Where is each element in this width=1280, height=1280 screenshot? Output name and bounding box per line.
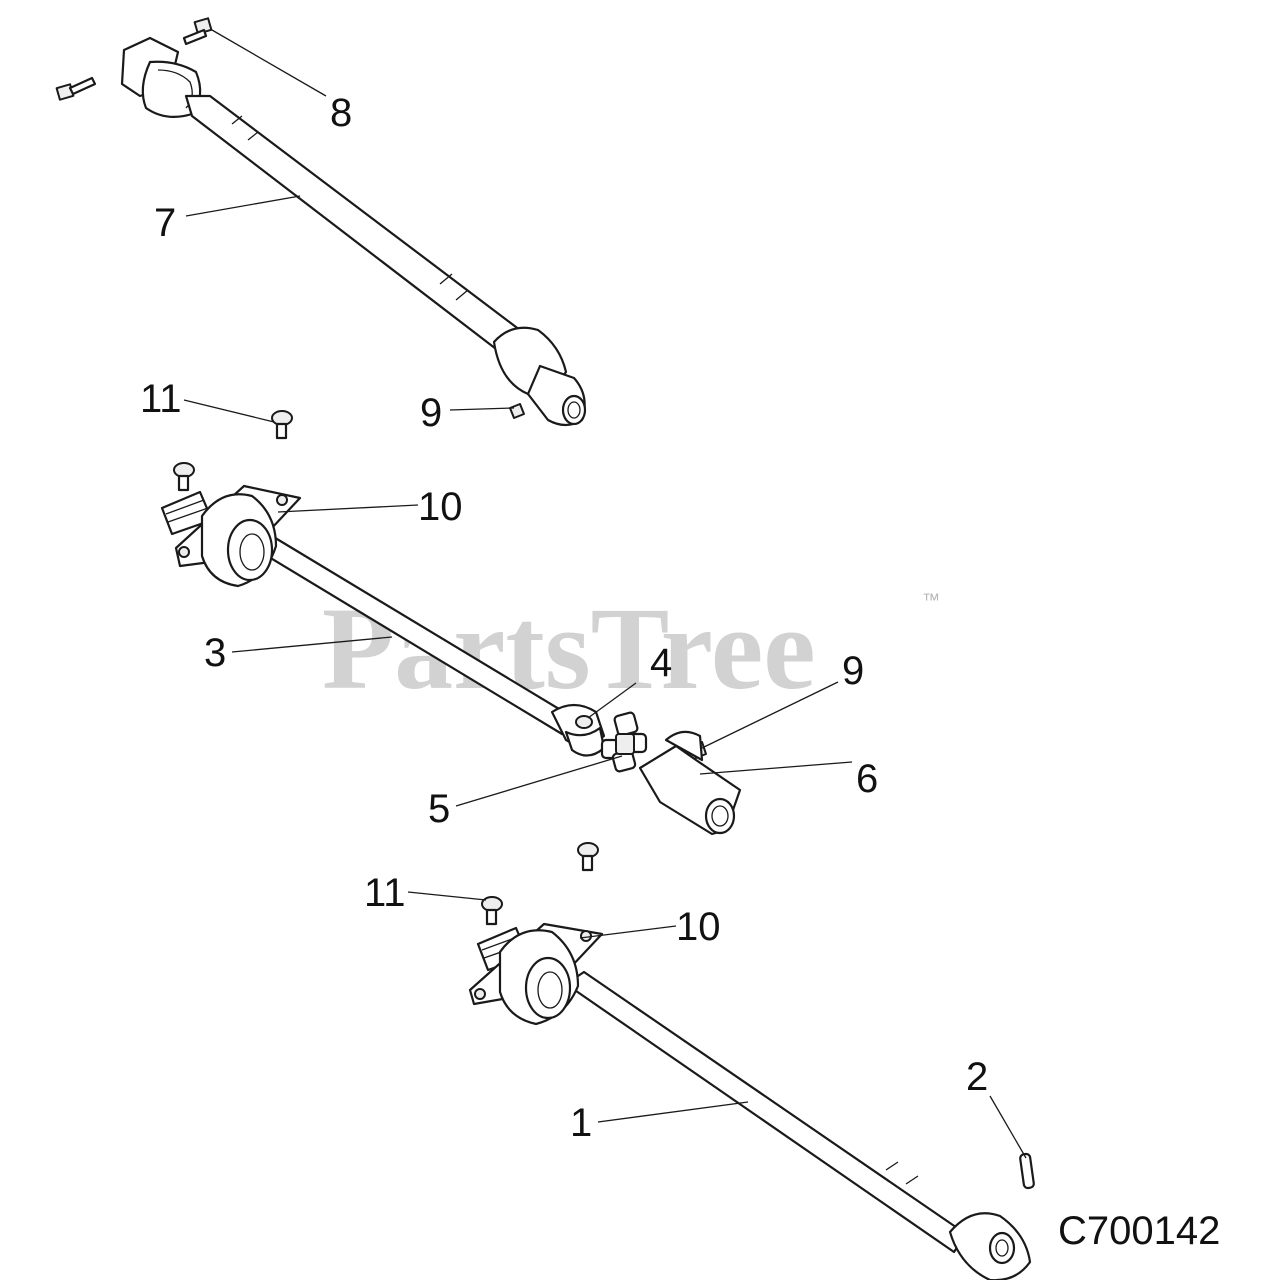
callout-9-upper: 9 — [420, 391, 442, 435]
callout-5: 5 — [428, 787, 450, 831]
part-7-upper-drive-shaft[interactable] — [120, 36, 587, 427]
part-6-slip-yoke[interactable] — [638, 730, 742, 836]
part-9-grease-fitting-upper[interactable] — [509, 403, 525, 419]
callout-11-lower: 11 — [364, 871, 406, 915]
callout-1: 1 — [570, 1101, 592, 1145]
part-2-roll-pin[interactable] — [1019, 1152, 1035, 1190]
bolt-bearing-lower[interactable] — [577, 842, 599, 872]
part-10-center-bearing-lower[interactable] — [468, 922, 604, 1026]
part-5-universal-joint-cross[interactable] — [600, 711, 648, 773]
partstree-watermark: PartsTree — [322, 583, 816, 714]
callout-3: 3 — [204, 631, 226, 675]
callout-2: 2 — [966, 1055, 988, 1099]
part-8-bolt-left[interactable] — [55, 76, 97, 101]
bolt-bearing-upper[interactable] — [173, 462, 195, 492]
part-11-bolt-lower[interactable] — [481, 896, 503, 926]
callout-10-lower: 10 — [676, 905, 721, 949]
callout-10-upper: 10 — [418, 485, 463, 529]
callout-6: 6 — [856, 757, 878, 801]
leader-lines — [183, 29, 1027, 1159]
part-8-bolt-upper[interactable] — [182, 17, 213, 46]
callout-9-lower: 9 — [842, 649, 864, 693]
part-10-center-bearing-upper[interactable] — [174, 484, 302, 588]
trademark-symbol: ™ — [922, 590, 940, 610]
callout-4: 4 — [650, 641, 672, 685]
part-11-bolt-upper[interactable] — [271, 410, 293, 440]
callout-7: 7 — [154, 201, 176, 245]
callout-11-upper: 11 — [140, 377, 182, 421]
callout-8: 8 — [330, 91, 352, 135]
figure-code: C700142 — [1058, 1209, 1220, 1253]
